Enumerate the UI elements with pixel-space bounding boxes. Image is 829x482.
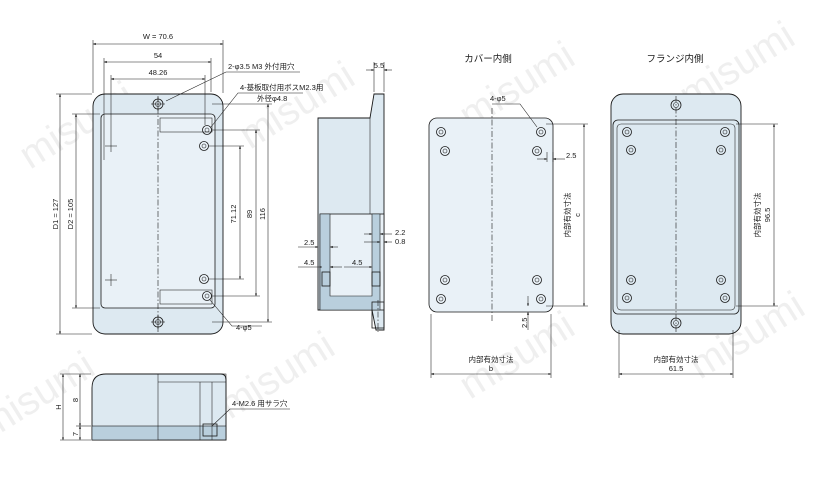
flange-mount-holes xyxy=(670,99,682,329)
dim-w: W = 70.6 xyxy=(143,32,173,41)
svg-text:misumi: misumi xyxy=(211,323,342,427)
dim-h: H xyxy=(54,404,63,409)
note-inner-615: 内部有効寸法 xyxy=(654,354,699,364)
svg-text:misumi: misumi xyxy=(0,343,102,447)
boss-area-top xyxy=(159,117,213,133)
note-boss1: 4-基板取付用ボスM2.3用 xyxy=(240,82,323,92)
pcb-cross-marks xyxy=(105,140,117,286)
cover-inside-view: カバー内側 4-φ5 内部有効寸法 b 内部有効寸法 c 2 xyxy=(428,53,588,378)
boss-area-bottom xyxy=(159,289,213,305)
note-inner-b: 内部有効寸法 xyxy=(469,354,514,364)
flange-inside-view: フランジ内側 内部有効寸法 61.5 内部有効寸法 96.5 xyxy=(610,53,778,378)
boss-holes xyxy=(199,125,212,301)
dim-25b: 2.5 xyxy=(566,151,576,160)
dim-d2: D2 = 105 xyxy=(66,199,75,230)
mount-hole-bottom xyxy=(151,315,165,329)
note-boss2: 外径φ4.8 xyxy=(257,93,287,103)
dim-45b: 4.5 xyxy=(352,258,362,267)
dim-25a: 2.5 xyxy=(304,238,314,247)
dim-d1: D1 = 127 xyxy=(51,199,60,230)
side-section-view: 5.5 2.5 4.5 4.5 2.2 0.8 xyxy=(298,61,405,332)
dim-25c: 2.5 xyxy=(520,318,529,328)
bottom-side-view: H 8 7 4-M2.6 用サラ穴 xyxy=(54,373,290,441)
dim-22: 2.2 xyxy=(395,228,405,237)
dim-c: c xyxy=(573,213,582,217)
dim-965: 96.5 xyxy=(763,208,772,223)
dim-55: 5.5 xyxy=(374,61,384,70)
note-inner-c: 内部有効寸法 xyxy=(562,192,572,237)
dim-45a: 4.5 xyxy=(304,258,314,267)
note-phi5a: 4-φ5 xyxy=(236,323,252,332)
dim-7112: 71.12 xyxy=(229,205,238,224)
note-hole35: 2-φ3.5 M3 外付用穴 xyxy=(228,61,295,71)
note-m26: 4-M2.6 用サラ穴 xyxy=(232,398,288,408)
dim-54: 54 xyxy=(154,51,162,60)
dim-h7: 7 xyxy=(71,432,80,436)
note-phi5b: 4-φ5 xyxy=(490,94,506,103)
mount-hole-top xyxy=(151,97,165,111)
dim-615: 61.5 xyxy=(669,364,684,373)
dim-h8: 8 xyxy=(71,398,80,402)
dim-b: b xyxy=(489,364,493,373)
dim-89: 89 xyxy=(245,210,254,218)
flange-bosses xyxy=(622,127,730,303)
top-view: W = 70.6 54 48.26 D1 = 127 D2 = 105 116 … xyxy=(51,32,323,335)
dim-4826: 48.26 xyxy=(149,68,168,77)
title-cover-inside: カバー内側 xyxy=(464,53,512,65)
note-inner-965: 内部有効寸法 xyxy=(752,192,762,237)
dim-116: 116 xyxy=(258,208,267,220)
cover-bosses xyxy=(436,127,546,304)
title-flange-inside: フランジ内側 xyxy=(646,53,703,65)
dim-08: 0.8 xyxy=(395,237,405,246)
